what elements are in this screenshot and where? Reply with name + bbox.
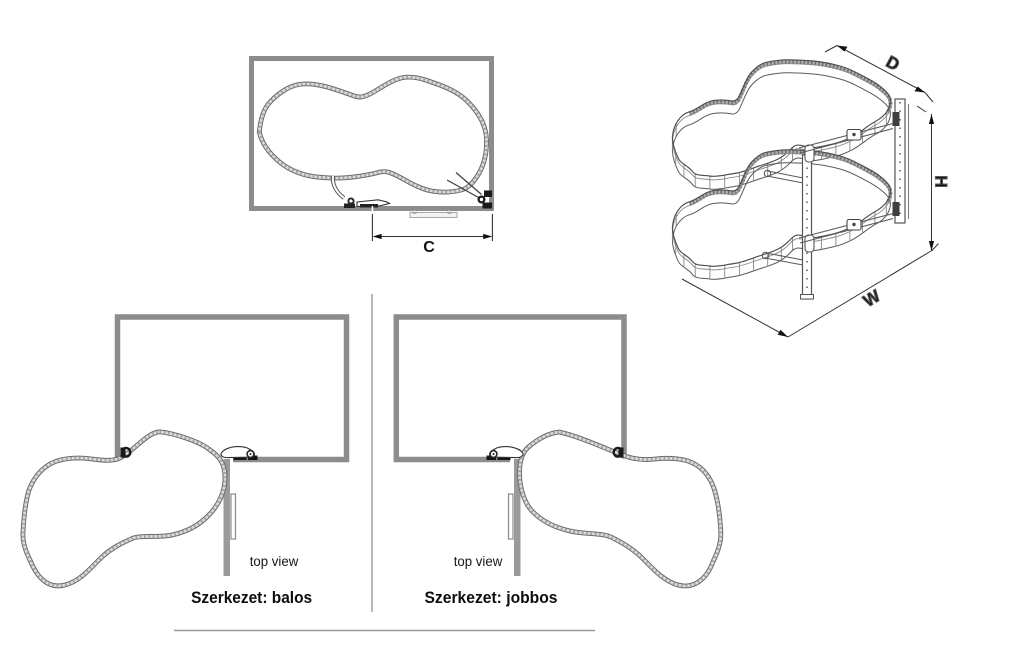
svg-text:top view: top view	[454, 554, 503, 569]
svg-text:W: W	[860, 286, 884, 311]
svg-text:top view: top view	[250, 554, 299, 569]
svg-text:C: C	[423, 239, 435, 256]
svg-text:Szerkezet: balos: Szerkezet: balos	[191, 588, 312, 607]
svg-text:Szerkezet: jobbos: Szerkezet: jobbos	[425, 588, 558, 607]
svg-text:H: H	[932, 175, 951, 187]
